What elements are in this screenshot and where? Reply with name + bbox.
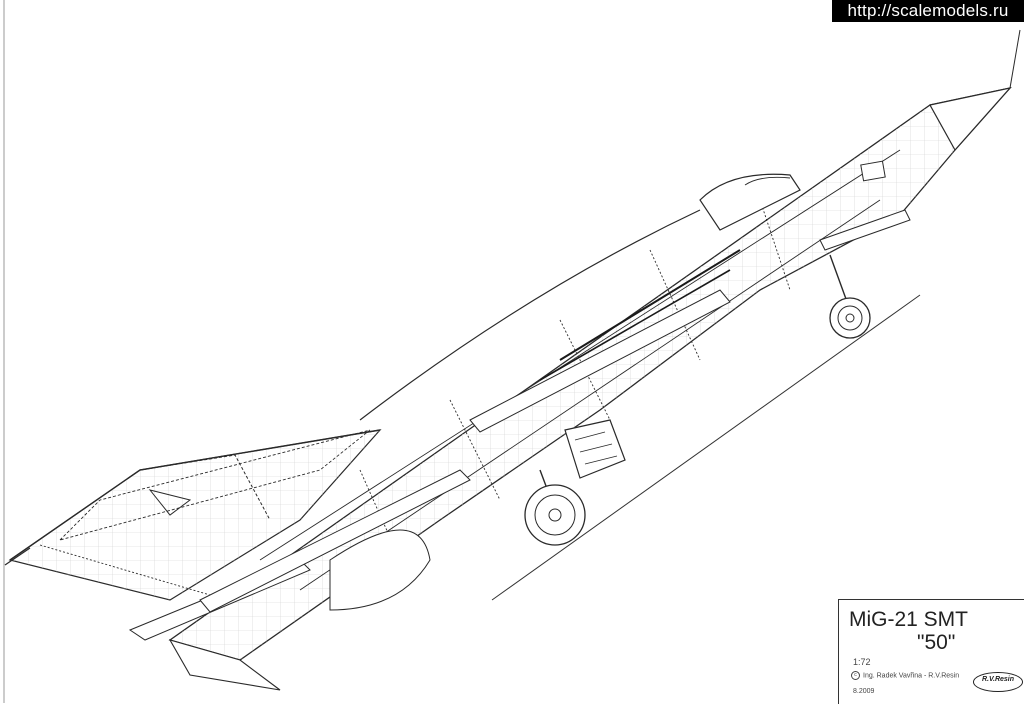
aircraft-model: MiG-21 SMT xyxy=(849,608,969,631)
main-landing-gear xyxy=(524,469,586,546)
publisher-logo: R.V.Resin xyxy=(973,672,1023,692)
canopy xyxy=(359,173,801,421)
nose-landing-gear xyxy=(829,254,871,339)
logo-text: R.V.Resin xyxy=(981,676,1015,683)
tail-fin xyxy=(58,429,371,541)
drawing-date: 8.2009 xyxy=(853,688,875,695)
ground-line xyxy=(491,294,921,601)
external-stores xyxy=(128,209,911,641)
aircraft-number: "50" xyxy=(917,631,956,654)
drawing-scale: 1:72 xyxy=(853,657,871,667)
copyright-icon: c xyxy=(851,671,860,680)
author-credit: Ing. Radek Vavřina - R.V.Resin xyxy=(863,672,960,680)
gear-bay-door xyxy=(564,419,626,479)
watermark-url: http://scalemodels.ru xyxy=(832,0,1024,22)
